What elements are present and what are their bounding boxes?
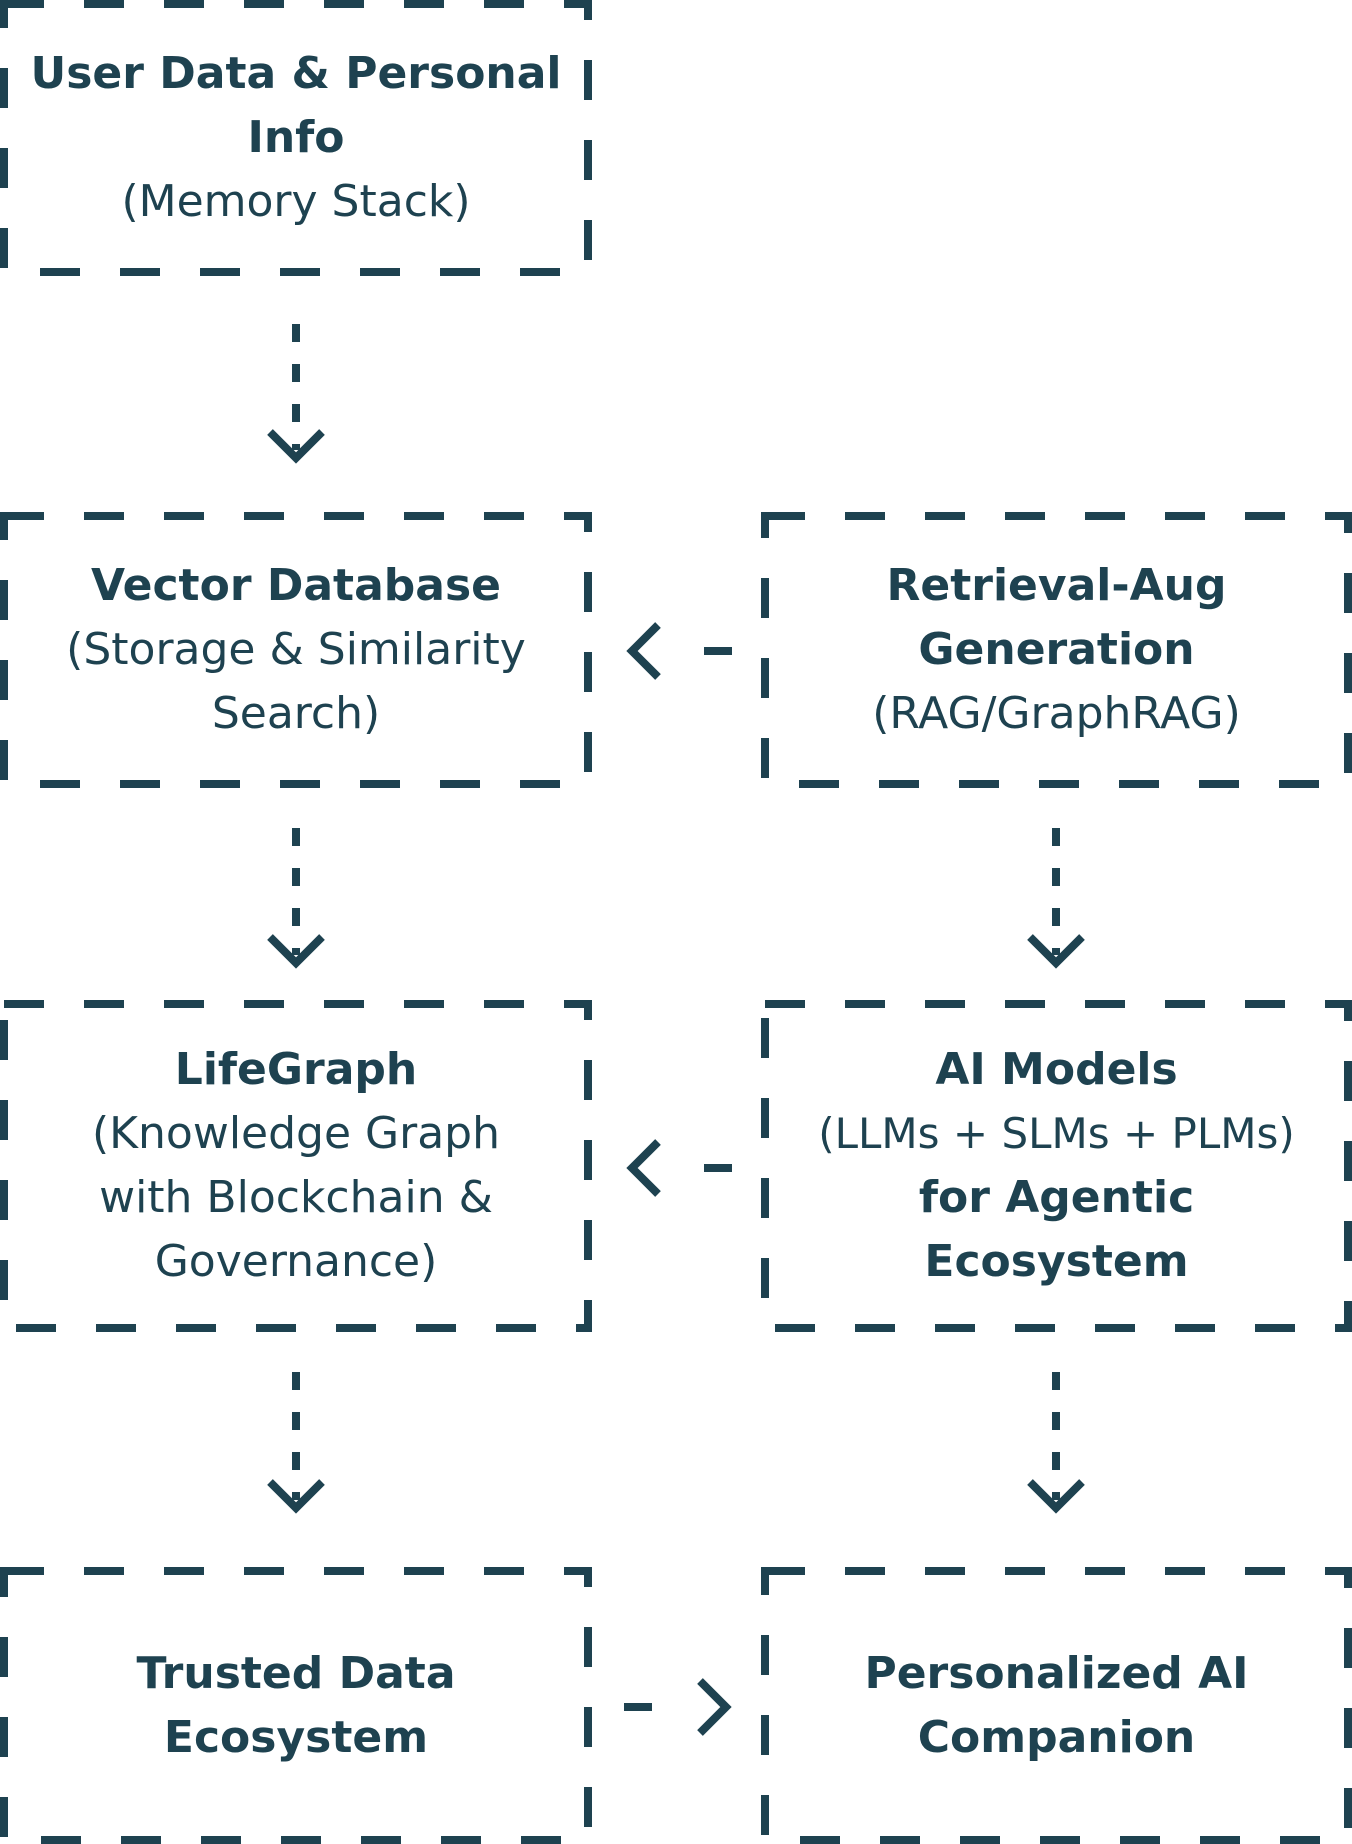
rag-box [761, 512, 1352, 788]
arrow-rag-to-vector-db [626, 622, 732, 680]
arrow-user-data-to-vector-db [267, 324, 325, 464]
node-vector-database-subtitle: (Storage & Similarity Search) [66, 624, 526, 739]
node-vector-database-title: Vector Database [90, 560, 501, 611]
node-lifegraph: LifeGraph (Knowledge Graph with Blockcha… [4, 1004, 588, 1328]
trusted-data-box [0, 1567, 592, 1844]
node-vector-database: Vector Database (Storage & Similarity Se… [4, 516, 588, 784]
node-trusted-data: Trusted Data Ecosystem [4, 1571, 588, 1840]
node-rag-subtitle: (RAG/GraphRAG) [872, 688, 1241, 739]
node-trusted-data-title: Trusted Data Ecosystem [136, 1647, 456, 1763]
vector-database-box [0, 512, 592, 788]
arrow-trusted-to-companion [624, 1678, 732, 1736]
companion-box [761, 1567, 1352, 1844]
node-rag-title: Retrieval-Aug Generation [886, 560, 1227, 675]
arrow-ai-models-to-lifegraph [626, 1139, 732, 1197]
node-companion-title: Personalized AI Companion [864, 1647, 1249, 1763]
node-lifegraph-title: LifeGraph [174, 1044, 418, 1095]
user-data-box [0, 0, 592, 276]
arrow-rag-to-ai-models [1027, 828, 1085, 969]
node-ai-models-subtitle: (LLMs + SLMs + PLMs) [818, 1109, 1295, 1158]
node-ai-models: AI Models (LLMs + SLMs + PLMs) for Agent… [765, 1004, 1348, 1328]
node-lifegraph-subtitle: (Knowledge Graph with Blockchain & Gover… [92, 1108, 500, 1287]
lifegraph-box [0, 1000, 592, 1332]
node-user-data-title: User Data & Personal Info [30, 48, 562, 163]
node-companion: Personalized AI Companion [765, 1571, 1348, 1840]
node-ai-models-title2: for Agentic Ecosystem [918, 1172, 1195, 1287]
node-ai-models-title: AI Models [935, 1044, 1178, 1095]
arrow-vector-db-to-lifegraph [267, 828, 325, 969]
arrow-ai-models-to-companion [1027, 1372, 1085, 1514]
node-rag: Retrieval-Aug Generation (RAG/GraphRAG) [765, 516, 1348, 784]
ai-models-box [761, 1000, 1352, 1332]
arrow-lifegraph-to-trusted [267, 1372, 325, 1514]
node-user-data-subtitle: (Memory Stack) [121, 176, 471, 227]
node-user-data: User Data & Personal Info (Memory Stack) [4, 4, 588, 272]
